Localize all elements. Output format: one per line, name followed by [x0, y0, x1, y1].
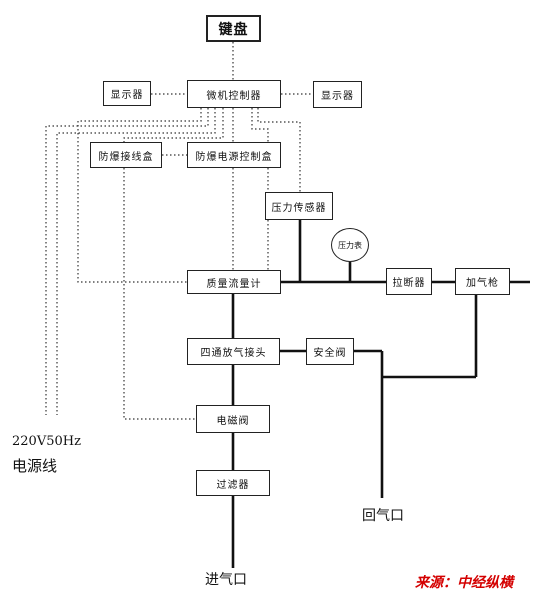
explosion-proof-power-control-box: 防爆电源控制盒 — [187, 142, 281, 168]
gas-return-label: 回气口 — [362, 508, 404, 524]
power-line-label: 电源线 — [12, 457, 58, 475]
pressure-gauge-circle: 压力表 — [331, 228, 369, 262]
micro-controller-box: 微机控制器 — [187, 80, 281, 108]
solenoid-valve-box: 电磁阀 — [196, 405, 270, 433]
display-right-box: 显示器 — [313, 81, 362, 108]
filter-box: 过滤器 — [196, 470, 270, 496]
pressure-sensor-box: 压力传感器 — [265, 192, 333, 220]
safety-valve-box: 安全阀 — [306, 338, 354, 365]
wire-power-line-inner — [56, 108, 216, 415]
mass-flow-meter-box: 质量流量计 — [187, 270, 281, 294]
source-caption: 来源：中经纵横 — [415, 575, 513, 591]
wire-junction-to-solenoid — [123, 168, 196, 420]
keyboard-box: 键盘 — [206, 15, 261, 42]
explosion-proof-junction-box: 防爆接线盒 — [90, 142, 162, 168]
signal-lines — [45, 42, 313, 420]
four-way-vent-joint-box: 四通放气接头 — [187, 338, 280, 365]
display-left-box: 显示器 — [103, 81, 151, 106]
gas-inlet-label: 进气口 — [205, 572, 247, 588]
power-line-label-voltage: 220V50Hz — [12, 434, 81, 449]
wire-controller-to-flowmeter — [77, 108, 202, 283]
breakaway-valve-box: 拉断器 — [386, 268, 432, 295]
wire-controller-to-flowmeter-right — [251, 108, 269, 270]
pipe-lines — [231, 220, 530, 568]
wire-power-line-outer — [45, 108, 209, 415]
nozzle-box: 加气枪 — [455, 268, 510, 295]
